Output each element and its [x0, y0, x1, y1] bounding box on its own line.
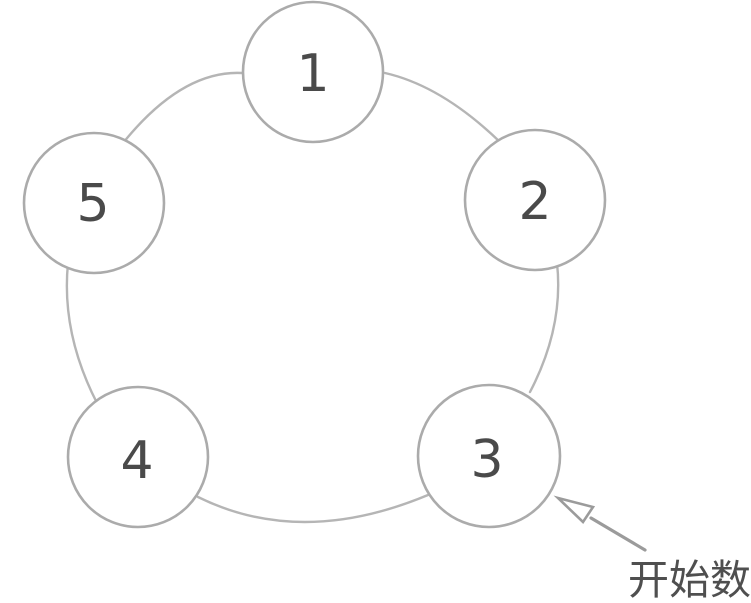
ring-arc-1-2	[383, 71, 502, 144]
node-2-label: 2	[518, 172, 551, 232]
node-5-circle	[22, 131, 166, 275]
arrow-shaft	[589, 516, 647, 552]
node-3-circle	[416, 383, 562, 529]
start-pointer	[553, 495, 647, 552]
node-1-label: 1	[296, 44, 329, 104]
node-3: 3	[416, 383, 562, 529]
node-1: 1	[241, 0, 385, 144]
ring-arc-5-1	[121, 71, 244, 145]
node-4-circle	[66, 385, 210, 529]
node-4-label: 4	[120, 431, 153, 491]
arrow-head-icon	[553, 495, 596, 525]
node-1-circle	[241, 0, 385, 144]
ring-arc-4-5	[65, 261, 99, 405]
ring-arc-3-4	[196, 493, 430, 524]
ring	[65, 71, 560, 524]
ring-arc-2-3	[528, 261, 560, 394]
node-5: 5	[22, 131, 166, 275]
annotation-label: 开始数	[628, 556, 751, 603]
node-2-circle	[463, 128, 607, 272]
node-4: 4	[66, 385, 210, 529]
node-2: 2	[463, 128, 607, 272]
node-5-label: 5	[76, 174, 109, 234]
node-3-label: 3	[470, 430, 503, 490]
